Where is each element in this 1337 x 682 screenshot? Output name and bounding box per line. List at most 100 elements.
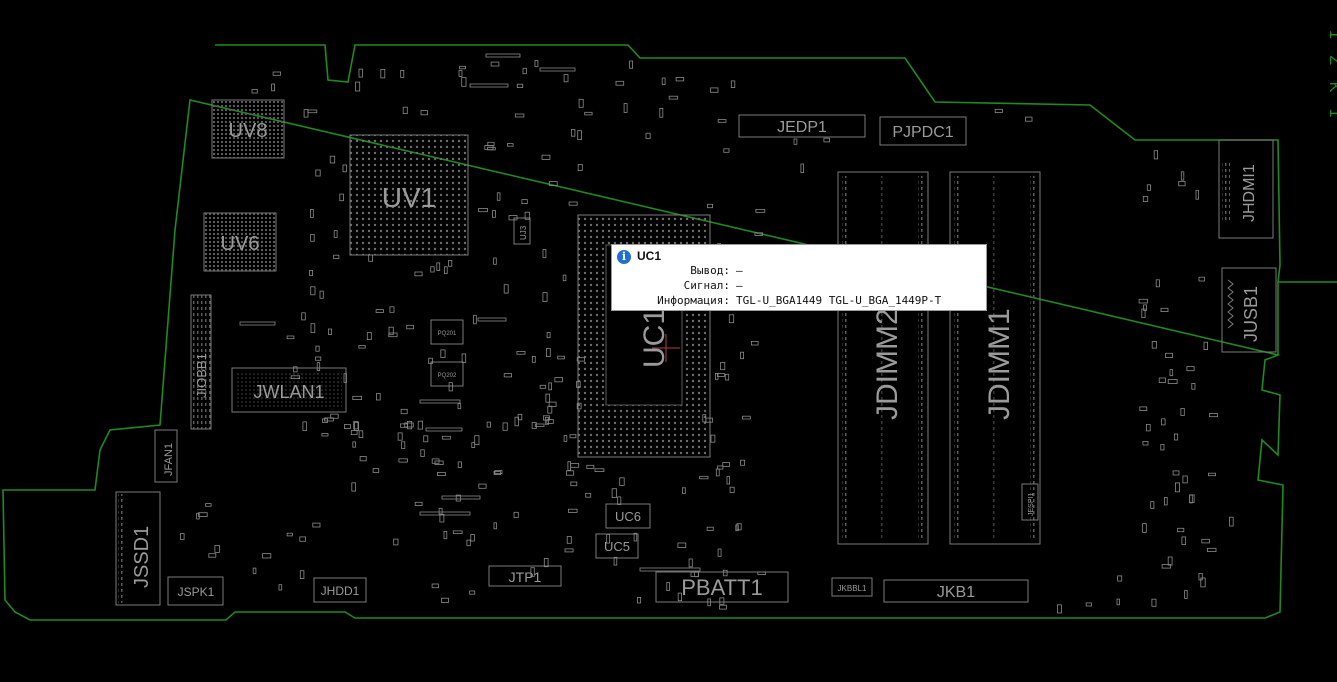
passive-component bbox=[707, 598, 711, 607]
passive-component bbox=[457, 461, 462, 468]
tooltip-row-info: Информация:TGL-U_BGA1449 TGL-U_BGA_1449P… bbox=[612, 293, 941, 308]
connector-jiobb1[interactable]: JIOBB1 bbox=[190, 294, 212, 430]
connector-jdimm2[interactable]: JDIMM2 bbox=[837, 171, 929, 545]
passive-component bbox=[514, 113, 525, 118]
passive-component bbox=[494, 470, 503, 474]
label-jespi1: JESPI1 bbox=[1028, 493, 1035, 516]
connector-jtp1[interactable]: JTP1 bbox=[488, 565, 562, 587]
passive-component bbox=[548, 401, 557, 407]
passive-component bbox=[706, 526, 714, 531]
label-pjpdc1: PJPDC1 bbox=[892, 124, 953, 141]
chip-uv1[interactable]: UV1 bbox=[349, 134, 469, 256]
tooltip-value-info: TGL-U_BGA1449 TGL-U_BGA_1449P-T bbox=[736, 294, 942, 307]
passive-component bbox=[516, 351, 526, 355]
passive-component bbox=[398, 458, 408, 463]
passive-component bbox=[372, 468, 380, 473]
chip-uc5[interactable]: UC5 bbox=[595, 533, 639, 559]
passive-component bbox=[719, 604, 727, 610]
passive-component bbox=[717, 119, 727, 123]
passive-component bbox=[584, 111, 593, 116]
passive-component bbox=[543, 558, 549, 568]
passive-component bbox=[793, 138, 798, 145]
passive-component bbox=[400, 408, 408, 415]
passive-component bbox=[388, 332, 398, 338]
passive-component bbox=[1116, 598, 1120, 606]
passive-component bbox=[577, 163, 583, 171]
chip-pq201[interactable]: PQ201 bbox=[430, 319, 464, 345]
passive-component bbox=[531, 355, 536, 363]
passive-component bbox=[251, 89, 258, 94]
connector-jspk1[interactable]: JSPK1 bbox=[167, 576, 224, 606]
passive-component bbox=[443, 266, 448, 275]
passive-component bbox=[388, 326, 394, 336]
passive-component bbox=[478, 207, 488, 213]
connector-jwlan1[interactable]: JWLAN1 bbox=[231, 367, 347, 413]
passive-component bbox=[375, 309, 384, 313]
chip-pq202[interactable]: PQ202 bbox=[430, 361, 464, 387]
passive-component bbox=[327, 328, 332, 335]
tooltip-value-pin: — bbox=[736, 264, 743, 277]
connector-jedp1[interactable]: JEDP1 bbox=[738, 114, 866, 138]
connector-jusb1[interactable]: JUSB1 bbox=[1221, 267, 1277, 353]
passive-component bbox=[431, 583, 439, 589]
tooltip-row-signal: Сигнал: — bbox=[612, 278, 743, 293]
passive-component bbox=[407, 420, 413, 430]
passive-component bbox=[307, 109, 318, 114]
passive-component bbox=[368, 254, 374, 262]
connector-jhdmi1[interactable]: JHDMI1 bbox=[1218, 139, 1274, 239]
passive-component bbox=[214, 545, 220, 553]
passive-component bbox=[1169, 369, 1174, 377]
passive-component bbox=[800, 163, 805, 174]
passive-component bbox=[358, 345, 366, 349]
board-outline bbox=[2, 44, 1337, 621]
label-pq201: PQ201 bbox=[438, 331, 457, 337]
connector-pbatt1[interactable]: PBATT1 bbox=[655, 571, 789, 603]
passive-component bbox=[755, 208, 766, 213]
passive-component bbox=[1191, 382, 1196, 390]
connector-jkbbl1[interactable]: JKBBL1 bbox=[831, 577, 873, 597]
passive-component bbox=[493, 257, 497, 265]
passive-component bbox=[668, 95, 679, 100]
connector-jfan1[interactable]: JFAN1 bbox=[154, 429, 178, 483]
passive-component bbox=[740, 459, 745, 466]
passive-component bbox=[1175, 482, 1180, 493]
passive-component bbox=[623, 103, 628, 113]
passive-component bbox=[1201, 538, 1210, 544]
tooltip-label-signal: Сигнал: bbox=[683, 279, 730, 292]
passive-component bbox=[1167, 379, 1178, 384]
connector-jdimm1[interactable]: JDIMM1 bbox=[949, 171, 1041, 545]
connector-jkb1[interactable]: JKB1 bbox=[883, 579, 1029, 603]
connector-jespi1[interactable]: JESPI1 bbox=[1021, 483, 1039, 521]
chip-uc6[interactable]: UC6 bbox=[605, 503, 651, 529]
passive-component bbox=[302, 421, 307, 431]
passive-component bbox=[404, 422, 414, 428]
passive-component bbox=[548, 181, 558, 186]
passive-component bbox=[272, 71, 281, 76]
connector-jhdd1[interactable]: JHDD1 bbox=[313, 577, 367, 603]
passive-component bbox=[179, 533, 185, 540]
passive-component bbox=[441, 435, 451, 440]
passive-component bbox=[389, 306, 395, 313]
passive-component bbox=[506, 143, 514, 147]
passive-component bbox=[677, 592, 683, 602]
chip-uv8[interactable]: UV8 bbox=[211, 99, 285, 159]
passive-component bbox=[400, 70, 405, 78]
tooltip-value-signal: — bbox=[736, 279, 743, 292]
passive-component bbox=[571, 128, 576, 137]
passive-component bbox=[330, 413, 339, 419]
passive-component bbox=[1189, 494, 1193, 504]
passive-component bbox=[522, 67, 527, 75]
label-jdimm1: JDIMM1 bbox=[983, 308, 1016, 420]
chip-uj3[interactable]: UJ3 bbox=[513, 217, 531, 245]
passive-component bbox=[428, 357, 433, 365]
passive-component bbox=[239, 321, 276, 326]
passive-component bbox=[457, 403, 462, 410]
connector-jssd1[interactable]: JSSD1 bbox=[115, 491, 161, 606]
passive-component bbox=[458, 70, 463, 77]
chip-uv6[interactable]: UV6 bbox=[203, 212, 277, 272]
passive-component bbox=[564, 548, 574, 553]
passive-component bbox=[1143, 304, 1147, 311]
connector-pjpdc1[interactable]: PJPDC1 bbox=[879, 116, 967, 146]
passive-component bbox=[1155, 279, 1160, 288]
